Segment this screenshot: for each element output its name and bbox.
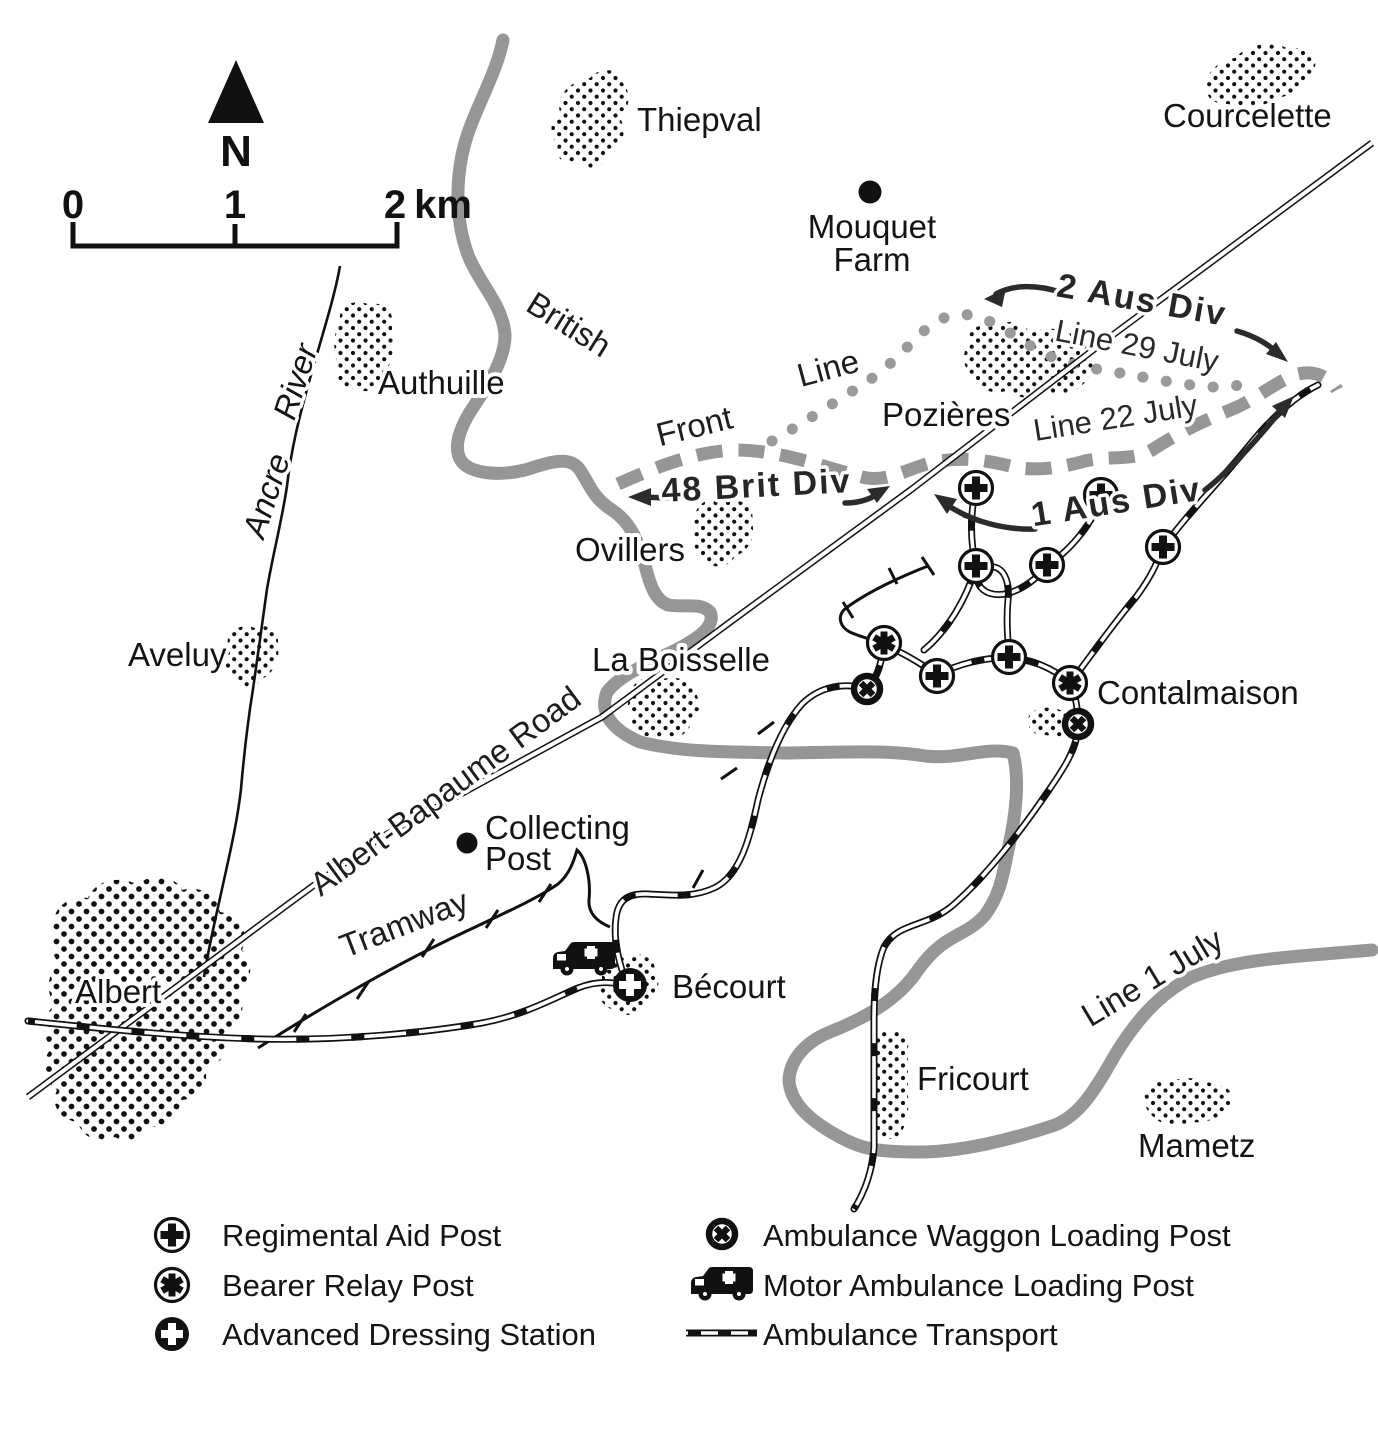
ancre-river-line <box>202 265 342 978</box>
label-courcelette: Courcelette <box>1163 97 1332 134</box>
label-mouquet-line2: Farm <box>834 241 911 278</box>
ambulance-waggon-loading-post-icon <box>854 676 880 702</box>
british-line-label-word1: British <box>520 284 617 364</box>
courcelette-town-area <box>1205 43 1316 108</box>
la-boisselle-town-area <box>627 677 700 739</box>
legend-label-waggon: Ambulance Waggon Loading Post <box>763 1218 1231 1253</box>
label-aveluy: Aveluy <box>128 636 227 673</box>
legend-motor-ambulance-loading-post-icon <box>691 1267 753 1301</box>
label-becourt: Bécourt <box>672 968 786 1005</box>
legend-advanced-dressing-station-icon <box>155 1317 189 1351</box>
ancre-river-label-word2: River <box>266 337 326 424</box>
line-29-july-dotted <box>766 309 1262 447</box>
division-label-48-brit: 48 Brit Div <box>660 462 852 510</box>
label-contalmaison: Contalmaison <box>1097 674 1299 711</box>
collecting-post-dot <box>456 832 478 854</box>
ovillers-town-area <box>692 498 754 567</box>
tramway-line <box>257 847 611 1050</box>
pozieres-town-area <box>963 321 1094 398</box>
label-ovillers: Ovillers <box>575 531 685 568</box>
scale-unit: km <box>414 183 472 227</box>
british-line-label-word2: Front <box>652 399 736 454</box>
scale-tick-1: 1 <box>224 183 246 227</box>
thiepval-town-area <box>551 70 629 168</box>
label-fricourt: Fricourt <box>917 1060 1029 1097</box>
bearer-relay-post-icon <box>868 627 901 660</box>
line-22-july-label: Line 22 July <box>1031 387 1200 448</box>
ancre-river-label-word1: Ancre <box>235 449 297 544</box>
mametz-town-area <box>1144 1078 1232 1126</box>
legend-regimental-aid-post-icon <box>153 1216 191 1254</box>
fricourt-town-area <box>872 1030 909 1140</box>
legend-label-motor: Motor Ambulance Loading Post <box>763 1268 1194 1303</box>
label-mouquet-line1: Mouquet <box>808 208 936 245</box>
legend: Regimental Aid Post Bearer Relay Post Ad… <box>153 1216 1231 1352</box>
bearer-track <box>838 556 936 644</box>
regimental-aid-post-icon <box>990 638 1028 676</box>
aus1-right-arrow <box>1202 411 1281 493</box>
scale-tick-2: 2 <box>384 183 406 227</box>
label-thiepval: Thiepval <box>637 101 762 138</box>
legend-bearer-relay-post-icon <box>156 1269 189 1302</box>
label-albert: Albert <box>75 973 161 1010</box>
tramway-label: Tramway <box>334 882 473 965</box>
north-label: N <box>220 127 252 176</box>
label-collecting-post-line2: Post <box>485 840 551 877</box>
legend-ambulance-waggon-loading-post-icon <box>709 1221 735 1247</box>
authuille-town-area <box>334 302 394 392</box>
label-mametz: Mametz <box>1138 1127 1255 1164</box>
bearer-relay-post-icon <box>1054 667 1087 700</box>
label-pozieres: Pozières <box>882 396 1010 433</box>
legend-label-rap: Regimental Aid Post <box>222 1218 502 1253</box>
advanced-dressing-station-icon <box>613 968 647 1002</box>
legend-label-brp: Bearer Relay Post <box>222 1268 474 1303</box>
regimental-aid-post-icon <box>1144 528 1182 566</box>
british-front-line-1-july <box>450 33 1378 1159</box>
aus2-left-arrow <box>993 283 1063 297</box>
regimental-aid-post-icon <box>957 469 995 507</box>
arrowheads <box>628 288 1294 514</box>
label-authuille: Authuille <box>378 364 505 401</box>
albert-bapaume-road <box>25 140 1375 1100</box>
aus1-left-arrow <box>949 505 1038 532</box>
label-collecting-post-line1: Collecting <box>485 809 630 846</box>
motor-ambulance-loading-post-icon <box>553 942 615 976</box>
line-22-july-dashed <box>615 366 1343 490</box>
scale-tick-0: 0 <box>62 183 84 227</box>
legend-label-transport: Ambulance Transport <box>763 1317 1058 1352</box>
aveluy-town-area <box>224 626 279 688</box>
regimental-aid-post-icon <box>918 657 956 695</box>
label-la-boisselle: La Boisselle <box>592 641 770 678</box>
regimental-aid-post-icon <box>1028 546 1066 584</box>
regimental-aid-post-icon <box>957 547 995 585</box>
legend-label-ads: Advanced Dressing Station <box>222 1317 596 1352</box>
ambulance-waggon-loading-post-icon <box>1065 711 1091 737</box>
scale-bar: 0 1 2 km <box>62 183 472 249</box>
medical-post-symbols <box>456 180 1182 1002</box>
north-arrow: N <box>208 60 264 176</box>
mouquet-farm-dot <box>858 180 882 204</box>
